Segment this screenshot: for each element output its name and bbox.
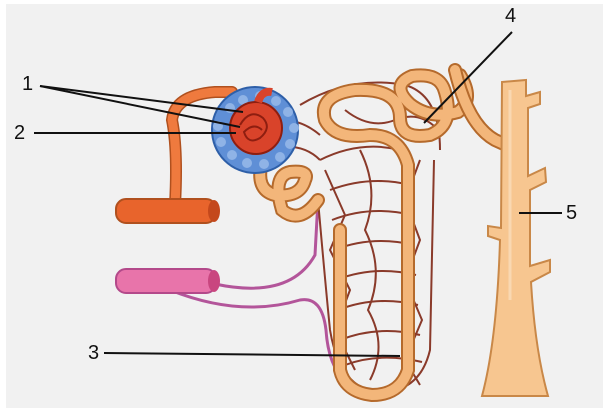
label-5: 5	[566, 202, 578, 224]
leader-lines	[34, 31, 562, 357]
leader-line-1a	[39, 85, 244, 113]
collecting-duct	[480, 78, 551, 397]
leader-line-4	[423, 31, 513, 124]
label-1: 1	[22, 73, 34, 95]
glomerulus	[229, 87, 283, 155]
leader-line-3	[103, 352, 401, 357]
renal-venule	[115, 199, 376, 394]
label-3: 3	[88, 342, 100, 364]
label-2: 2	[14, 122, 26, 144]
afferent-arteriole	[115, 86, 238, 224]
leader-line-1b	[39, 85, 241, 128]
label-4: 4	[505, 5, 517, 27]
renal-tubule	[253, 63, 513, 403]
